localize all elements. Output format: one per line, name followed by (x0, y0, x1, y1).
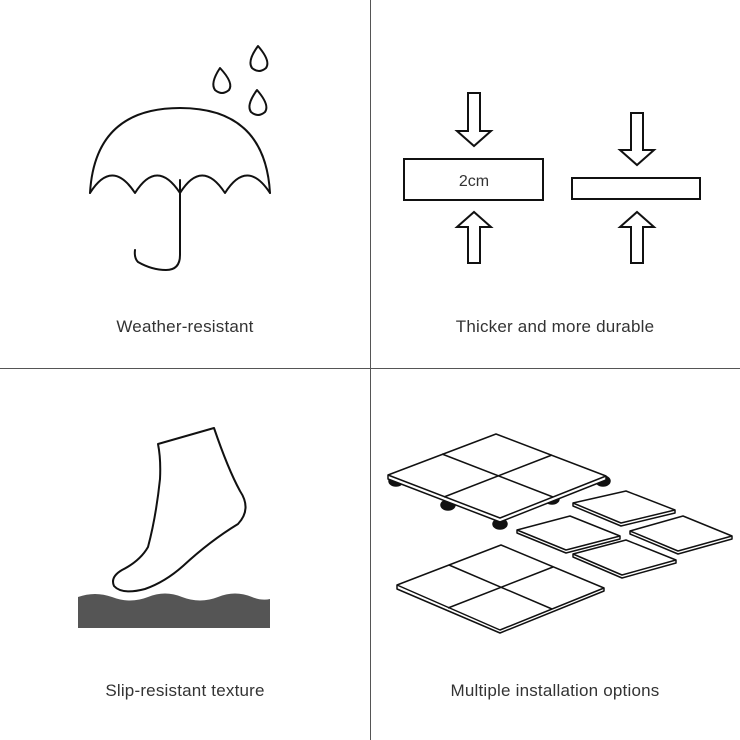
raised-tile-group (387, 433, 611, 530)
feature-caption: Multiple installation options (450, 681, 660, 700)
thick-tile-block (403, 158, 544, 201)
feature-slip-resistant: Slip-resistant texture (0, 369, 370, 739)
arrow-down-icon (617, 112, 657, 167)
thickness-label: 2cm (459, 173, 489, 190)
feature-installation: Multiple installation options (370, 369, 740, 739)
foot-on-surface-icon (78, 427, 270, 628)
feature-caption: Thicker and more durable (455, 317, 655, 336)
feature-caption: Weather-resistant (116, 317, 254, 336)
loose-tiles-group (516, 490, 733, 579)
arrow-down-icon (454, 92, 494, 148)
flat-tile-group (396, 544, 605, 634)
thin-tile-block (571, 177, 701, 200)
vertical-divider (370, 0, 371, 740)
textured-surface (78, 593, 270, 628)
horizontal-divider (0, 368, 740, 369)
feature-caption: Slip-resistant texture (105, 681, 265, 700)
arrow-up-icon (617, 210, 657, 264)
deck-tiles-icon (387, 433, 733, 634)
umbrella-rain-icon (89, 45, 271, 271)
feature-thicker: 2cm Thicker and more durable (370, 0, 740, 370)
arrow-up-icon (454, 210, 494, 264)
feature-weather-resistant: Weather-resistant (0, 0, 370, 370)
thickness-compare-icon: 2cm (403, 92, 701, 264)
